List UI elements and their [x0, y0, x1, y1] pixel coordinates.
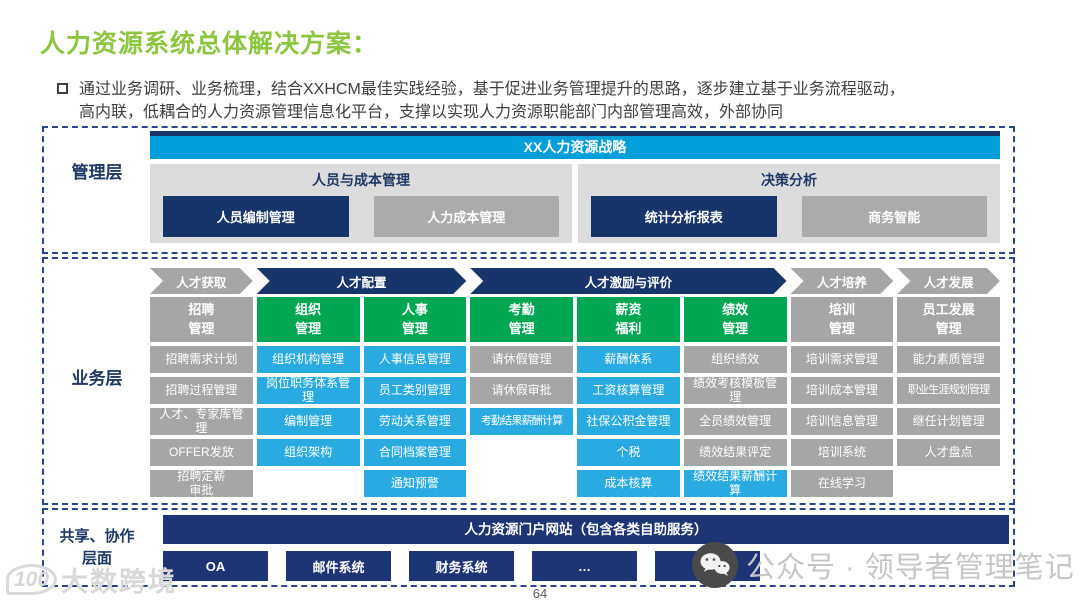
management-group: 决策分析统计分析报表商务智能 [578, 164, 1000, 243]
empty-slot [257, 470, 360, 497]
module-header: 考勤 管理 [470, 297, 573, 342]
module-header: 组织 管理 [256, 297, 360, 342]
module-box: 编制管理 [256, 408, 360, 435]
business-layer-frame: 业务层 人才获取人才配置人才激励与评价人才培养人才发展 招聘 管理组织 管理人事… [42, 257, 1015, 505]
talent-stage-arrow: 人才培养 [791, 268, 894, 294]
management-groups: 人员与成本管理人员编制管理人力成本管理决策分析统计分析报表商务智能 [150, 164, 1000, 243]
business-layer-label: 业务层 [71, 369, 123, 388]
module-button: 人力成本管理 [373, 196, 559, 237]
module-box: 请休假管理 [470, 346, 573, 373]
module-box: 人才、专家库管 理 [150, 408, 253, 435]
module-box: 请休假审批 [470, 377, 573, 404]
module-box: 培训成本管理 [790, 377, 894, 404]
system-button: 邮件系统 [286, 551, 391, 581]
module-box: 岗位职务体系管 理 [256, 377, 360, 404]
watermark: 公众号 · 领导者管理笔记 [692, 542, 1075, 588]
module-box: 薪酬体系 [577, 346, 680, 373]
module-header: 员工发展 管理 [897, 297, 1000, 342]
module-button: 商务智能 [801, 196, 987, 237]
management-group-title: 人员与成本管理 [312, 172, 410, 188]
module-box: 绩效考核模板管 理 [683, 377, 787, 404]
module-box: 组织架构 [256, 439, 360, 466]
intro-bullet: 通过业务调研、业务梳理，结合XXHCM最佳实践经验，基于促进业务管理提升的思路，… [57, 78, 1022, 124]
module-header: 绩效 管理 [683, 297, 787, 342]
shared-layer-content: 人力资源门户网站（包含各类自助服务） OA邮件系统财务系统……… [163, 515, 1009, 581]
module-box: 招聘过程管理 [150, 377, 253, 404]
module-header: 培训 管理 [790, 297, 894, 342]
watermark-text: 公众号 · 领导者管理笔记 [746, 552, 1075, 584]
system-button: 财务系统 [409, 551, 514, 581]
wechat-official-account-icon [692, 542, 738, 588]
management-layer-label: 管理层 [71, 163, 123, 182]
module-box: 招聘定薪 审批 [150, 470, 253, 497]
module-box: 个税 [577, 439, 680, 466]
module-box: 工资核算管理 [577, 377, 680, 404]
module-box: 考勤结果薪酬计算 [470, 408, 573, 435]
management-group-buttons: 统计分析报表商务智能 [591, 196, 987, 237]
module-header: 招聘 管理 [150, 297, 253, 342]
system-button: … [532, 551, 637, 581]
empty-slot [897, 470, 1000, 497]
module-box: 人事信息管理 [363, 346, 467, 373]
empty-slot [470, 470, 573, 497]
module-box: 在线学习 [790, 470, 894, 497]
module-box: 通知预警 [363, 470, 467, 497]
module-box: 继任计划管理 [897, 408, 1000, 435]
management-group: 人员与成本管理人员编制管理人力成本管理 [150, 164, 572, 243]
system-button: OA [163, 551, 268, 581]
brand-logo-text: 大数跨境 [61, 567, 178, 597]
talent-stage-arrow: 人才发展 [897, 268, 1000, 294]
module-box: 人才盘点 [897, 439, 1000, 466]
module-grid: 招聘需求计划组织机构管理人事信息管理请休假管理薪酬体系组织绩效培训需求管理能力素… [150, 346, 1000, 497]
shared-layer-frame: 共享、协作 层面 人力资源门户网站（包含各类自助服务） OA邮件系统财务系统……… [42, 508, 1015, 587]
talent-stage-arrow: 人才激励与评价 [470, 268, 786, 294]
module-header: 人事 管理 [363, 297, 467, 342]
intro-bullet-line1: 通过业务调研、业务梳理，结合XXHCM最佳实践经验，基于促进业务管理提升的思路，… [79, 81, 905, 98]
module-box: OFFER发放 [150, 439, 253, 466]
page-number: 64 [532, 586, 548, 601]
module-box: 组织绩效 [683, 346, 787, 373]
module-box: 劳动关系管理 [363, 408, 467, 435]
page-title: 人力资源系统总体解决方案： [40, 30, 379, 58]
module-box: 培训系统 [790, 439, 894, 466]
module-box: 绩效结果薪酬计 算 [683, 470, 787, 497]
module-box: 培训信息管理 [790, 408, 894, 435]
module-header-row: 招聘 管理组织 管理人事 管理考勤 管理薪资 福利绩效 管理培训 管理员工发展 … [150, 297, 1000, 342]
module-box: 社保公积金管理 [577, 408, 680, 435]
hr-strategy-banner: XX人力资源战略 [150, 131, 1000, 159]
module-box: 招聘需求计划 [150, 346, 253, 373]
module-box: 成本核算 [577, 470, 680, 497]
talent-stage-arrow-band: 人才获取人才配置人才激励与评价人才培养人才发展 [150, 268, 1000, 294]
module-box: 全员绩效管理 [683, 408, 787, 435]
module-box: 能力素质管理 [897, 346, 1000, 373]
module-box: 绩效结果评定 [683, 439, 787, 466]
empty-slot [470, 439, 573, 466]
management-layer-content: XX人力资源战略 人员与成本管理人员编制管理人力成本管理决策分析统计分析报表商务… [150, 131, 1000, 243]
module-box: 组织机构管理 [256, 346, 360, 373]
hr-portal-banner: 人力资源门户网站（包含各类自助服务） [163, 515, 1009, 544]
module-button: 统计分析报表 [591, 196, 777, 237]
brand-badge-icon: 100 [6, 564, 58, 595]
module-button: 人员编制管理 [163, 196, 349, 237]
module-box: 员工类别管理 [363, 377, 467, 404]
bullet-square-icon [57, 83, 68, 94]
business-layer-content: 人才获取人才配置人才激励与评价人才培养人才发展 招聘 管理组织 管理人事 管理考… [150, 268, 1000, 497]
module-header: 薪资 福利 [577, 297, 680, 342]
module-box: 培训需求管理 [790, 346, 894, 373]
brand-logo: 100 大数跨境 [6, 560, 177, 599]
shared-layer-label: 共享、协作 层面 [59, 528, 135, 567]
talent-stage-arrow: 人才配置 [257, 268, 467, 294]
system-button-row: OA邮件系统财务系统……… [163, 551, 1009, 581]
intro-bullet-line2: 高内联，低耦合的人力资源管理信息化平台，支撑以实现人力资源职能部门内部管理高效，… [79, 104, 784, 121]
module-box: 合同档案管理 [363, 439, 467, 466]
management-group-buttons: 人员编制管理人力成本管理 [163, 196, 559, 237]
talent-stage-arrow: 人才获取 [150, 268, 253, 294]
intro-bullet-text: 通过业务调研、业务梳理，结合XXHCM最佳实践经验，基于促进业务管理提升的思路，… [79, 78, 905, 124]
management-group-title: 决策分析 [761, 172, 817, 188]
module-box: 职业生涯规划管理 [897, 377, 1000, 404]
management-layer-frame: 管理层 XX人力资源战略 人员与成本管理人员编制管理人力成本管理决策分析统计分析… [42, 126, 1015, 254]
